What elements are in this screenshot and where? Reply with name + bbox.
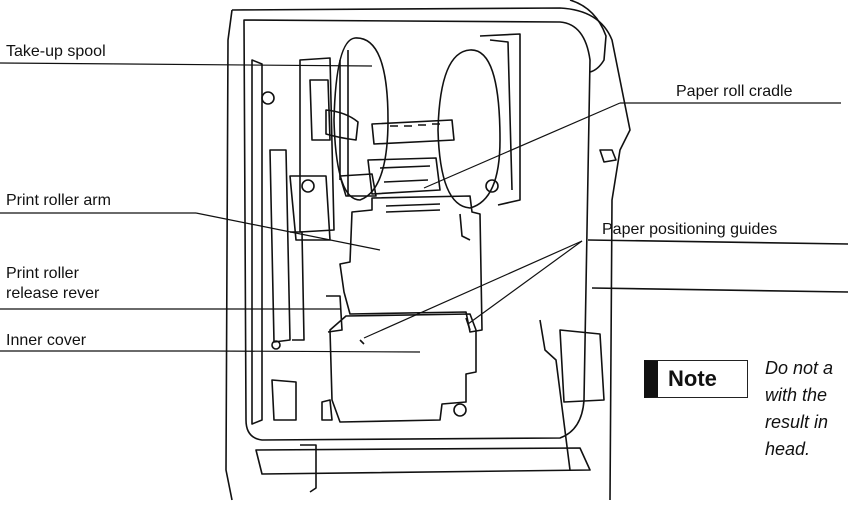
label-take-up-spool: Take-up spool — [6, 43, 106, 60]
label-paper-positioning-guides: Paper positioning guides — [602, 221, 778, 238]
paper-roll-cradle — [367, 157, 441, 195]
label-inner-cover: Inner cover — [6, 332, 87, 349]
note-line: with the — [765, 385, 828, 405]
right-panel — [539, 239, 848, 471]
take-up-spool-disc — [333, 37, 389, 201]
note-line: head. — [765, 439, 811, 459]
bottom-ledge — [255, 447, 591, 475]
note-badge: Note — [644, 360, 748, 398]
note-line: Do not a — [765, 358, 834, 378]
note-line: result in — [765, 412, 829, 432]
print-roller-arm — [339, 195, 483, 333]
label-print-roller-release-lever-line2: release rever — [6, 285, 100, 302]
leader-positioning-guide-1 — [363, 240, 583, 339]
leader-paper-roll-cradle-angled — [423, 102, 621, 189]
frame-screw — [261, 91, 275, 105]
housing-right-edge — [569, 0, 607, 73]
leader-print-roller-arm-angled — [195, 212, 381, 251]
paper-roll-disc — [437, 49, 501, 209]
inner-cover — [329, 313, 477, 423]
label-print-roller-arm: Print roller arm — [6, 192, 111, 209]
label-paper-roll-cradle: Paper roll cradle — [676, 83, 793, 100]
leader-take-up-spool — [0, 62, 373, 67]
label-print-roller-release-lever-line1: Print roller — [6, 265, 79, 282]
spool-shaft — [371, 119, 455, 145]
leader-positioning-guide-2 — [467, 240, 583, 325]
note-text: Do not a with the result in head. — [765, 355, 848, 463]
housing-inner-frame — [243, 19, 591, 441]
housing-outline — [225, 7, 631, 501]
note-title: Note — [668, 366, 717, 391]
leader-inner-cover-angled — [209, 350, 421, 353]
